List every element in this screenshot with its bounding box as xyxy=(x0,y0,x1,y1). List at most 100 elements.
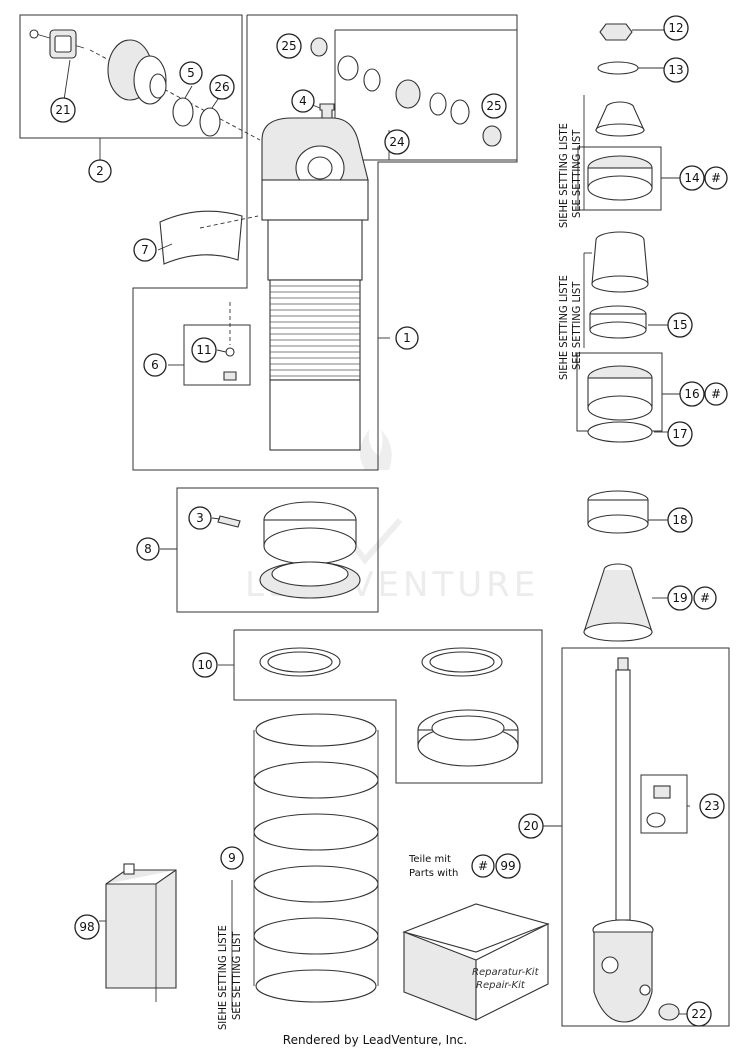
svg-text:26: 26 xyxy=(214,80,229,94)
frame-part-23 xyxy=(640,774,688,834)
legend-line-2: Parts with xyxy=(409,868,458,879)
stopper-part xyxy=(595,101,645,137)
svg-text:5: 5 xyxy=(187,66,195,80)
o-ring-5-part xyxy=(172,97,194,127)
frame-piston-rod xyxy=(561,647,730,1027)
callout-25-right: 25 xyxy=(481,93,507,119)
svg-text:13: 13 xyxy=(668,63,683,77)
svg-text:23: 23 xyxy=(704,799,719,813)
guard-7-part xyxy=(159,210,243,265)
svg-text:2: 2 xyxy=(96,164,104,178)
valve-6-part xyxy=(223,371,237,381)
washer-10a-inner xyxy=(267,651,333,673)
piston-14-part xyxy=(587,155,653,201)
callout-18: 18 xyxy=(667,507,693,533)
callout-23: 23 xyxy=(699,793,725,819)
svg-text:18: 18 xyxy=(672,513,687,527)
bolt-3-part xyxy=(217,515,241,528)
callout-1: 1 xyxy=(395,326,419,350)
svg-text:22: 22 xyxy=(691,1007,706,1021)
oil-can-part xyxy=(105,863,177,1002)
frame-part-14 xyxy=(577,146,662,211)
svg-text:25: 25 xyxy=(486,99,501,113)
svg-text:20: 20 xyxy=(523,819,538,833)
setting-list-label-1-en: SEE SETTING LIST xyxy=(570,129,583,218)
svg-text:#: # xyxy=(711,387,721,401)
callout-19: 19 xyxy=(667,585,693,611)
callout-98: 98 xyxy=(74,914,100,940)
frame-adjuster-nut xyxy=(176,487,379,613)
svg-text:10: 10 xyxy=(197,658,212,672)
frame-valve-group xyxy=(183,324,251,386)
callout-13: 13 xyxy=(663,57,689,83)
svg-text:7: 7 xyxy=(141,243,149,257)
seal-head-19-part xyxy=(583,563,653,642)
svg-text:8: 8 xyxy=(144,542,152,556)
ring-17-part xyxy=(587,421,653,443)
washer-13-part xyxy=(597,61,639,75)
callout-14: 14 xyxy=(679,165,705,191)
callout-9: 9 xyxy=(220,846,244,870)
callout-4: 4 xyxy=(291,89,315,113)
callout-7: 7 xyxy=(133,238,157,262)
callout-8: 8 xyxy=(136,537,160,561)
setting-list-label-3-de: SIEHE SETTING LISTE xyxy=(216,925,229,1030)
svg-text:6: 6 xyxy=(151,358,159,372)
frame-adjuster-group xyxy=(19,14,243,139)
callout-2: 2 xyxy=(88,159,112,183)
callout-24: 24 xyxy=(384,129,410,155)
spring-seat-part xyxy=(417,709,519,767)
svg-text:1: 1 xyxy=(403,331,411,345)
setting-list-label-1-de: SIEHE SETTING LISTE xyxy=(557,123,570,228)
shock-body-part xyxy=(261,117,369,451)
callout-12: 12 xyxy=(663,15,689,41)
footer-credit: Rendered by LeadVenture, Inc. xyxy=(283,1033,467,1047)
svg-text:17: 17 xyxy=(672,427,687,441)
frame-washer-group xyxy=(233,629,543,784)
washer-11-part xyxy=(225,347,235,357)
svg-text:21: 21 xyxy=(55,103,70,117)
svg-text:11: 11 xyxy=(196,343,211,357)
kit-label-line1: Reparatur-Kit xyxy=(472,967,540,978)
svg-text:3: 3 xyxy=(196,511,204,525)
callout-hash-14: # xyxy=(704,166,728,190)
callout-25-left: 25 xyxy=(276,33,302,59)
callout-hash-19: # xyxy=(693,586,717,610)
callout-6: 6 xyxy=(143,353,167,377)
callout-10: 10 xyxy=(192,652,218,678)
svg-text:19: 19 xyxy=(672,591,687,605)
legend-line-1: Teile mit xyxy=(408,854,451,865)
svg-text:16: 16 xyxy=(684,387,699,401)
spring-9-part xyxy=(253,713,379,1003)
callout-22: 22 xyxy=(686,1001,712,1027)
clip-23-part xyxy=(646,785,671,828)
seal-18-part xyxy=(587,490,649,534)
piston-16-part xyxy=(587,365,653,421)
callout-21: 21 xyxy=(50,97,76,123)
callout-5: 5 xyxy=(179,61,203,85)
callout-16: 16 xyxy=(679,381,705,407)
frame-bushing-kit xyxy=(334,29,518,161)
nut-12-part xyxy=(599,23,633,41)
callout-99: 99 xyxy=(495,853,521,879)
svg-text:15: 15 xyxy=(672,318,687,332)
bump-stop-part xyxy=(591,231,649,293)
callout-hash-legend: # xyxy=(471,854,495,878)
o-ring-26-part xyxy=(199,107,221,137)
adjuster-nut-part xyxy=(259,501,361,599)
adjuster-knob-part xyxy=(29,29,261,141)
callout-hash-16: # xyxy=(704,382,728,406)
svg-text:24: 24 xyxy=(389,135,404,149)
callout-11: 11 xyxy=(191,337,217,363)
svg-text:99: 99 xyxy=(500,859,515,873)
callout-15: 15 xyxy=(667,312,693,338)
callout-26: 26 xyxy=(209,74,235,100)
callout-20: 20 xyxy=(518,813,544,839)
svg-text:12: 12 xyxy=(668,21,683,35)
svg-text:14: 14 xyxy=(684,171,699,185)
svg-text:#: # xyxy=(711,171,721,185)
compression-adjuster-part xyxy=(107,39,167,105)
washer-10b-inner xyxy=(429,651,495,673)
repair-kit-box-part: Reparatur-Kit Repair-Kit xyxy=(402,903,550,1021)
